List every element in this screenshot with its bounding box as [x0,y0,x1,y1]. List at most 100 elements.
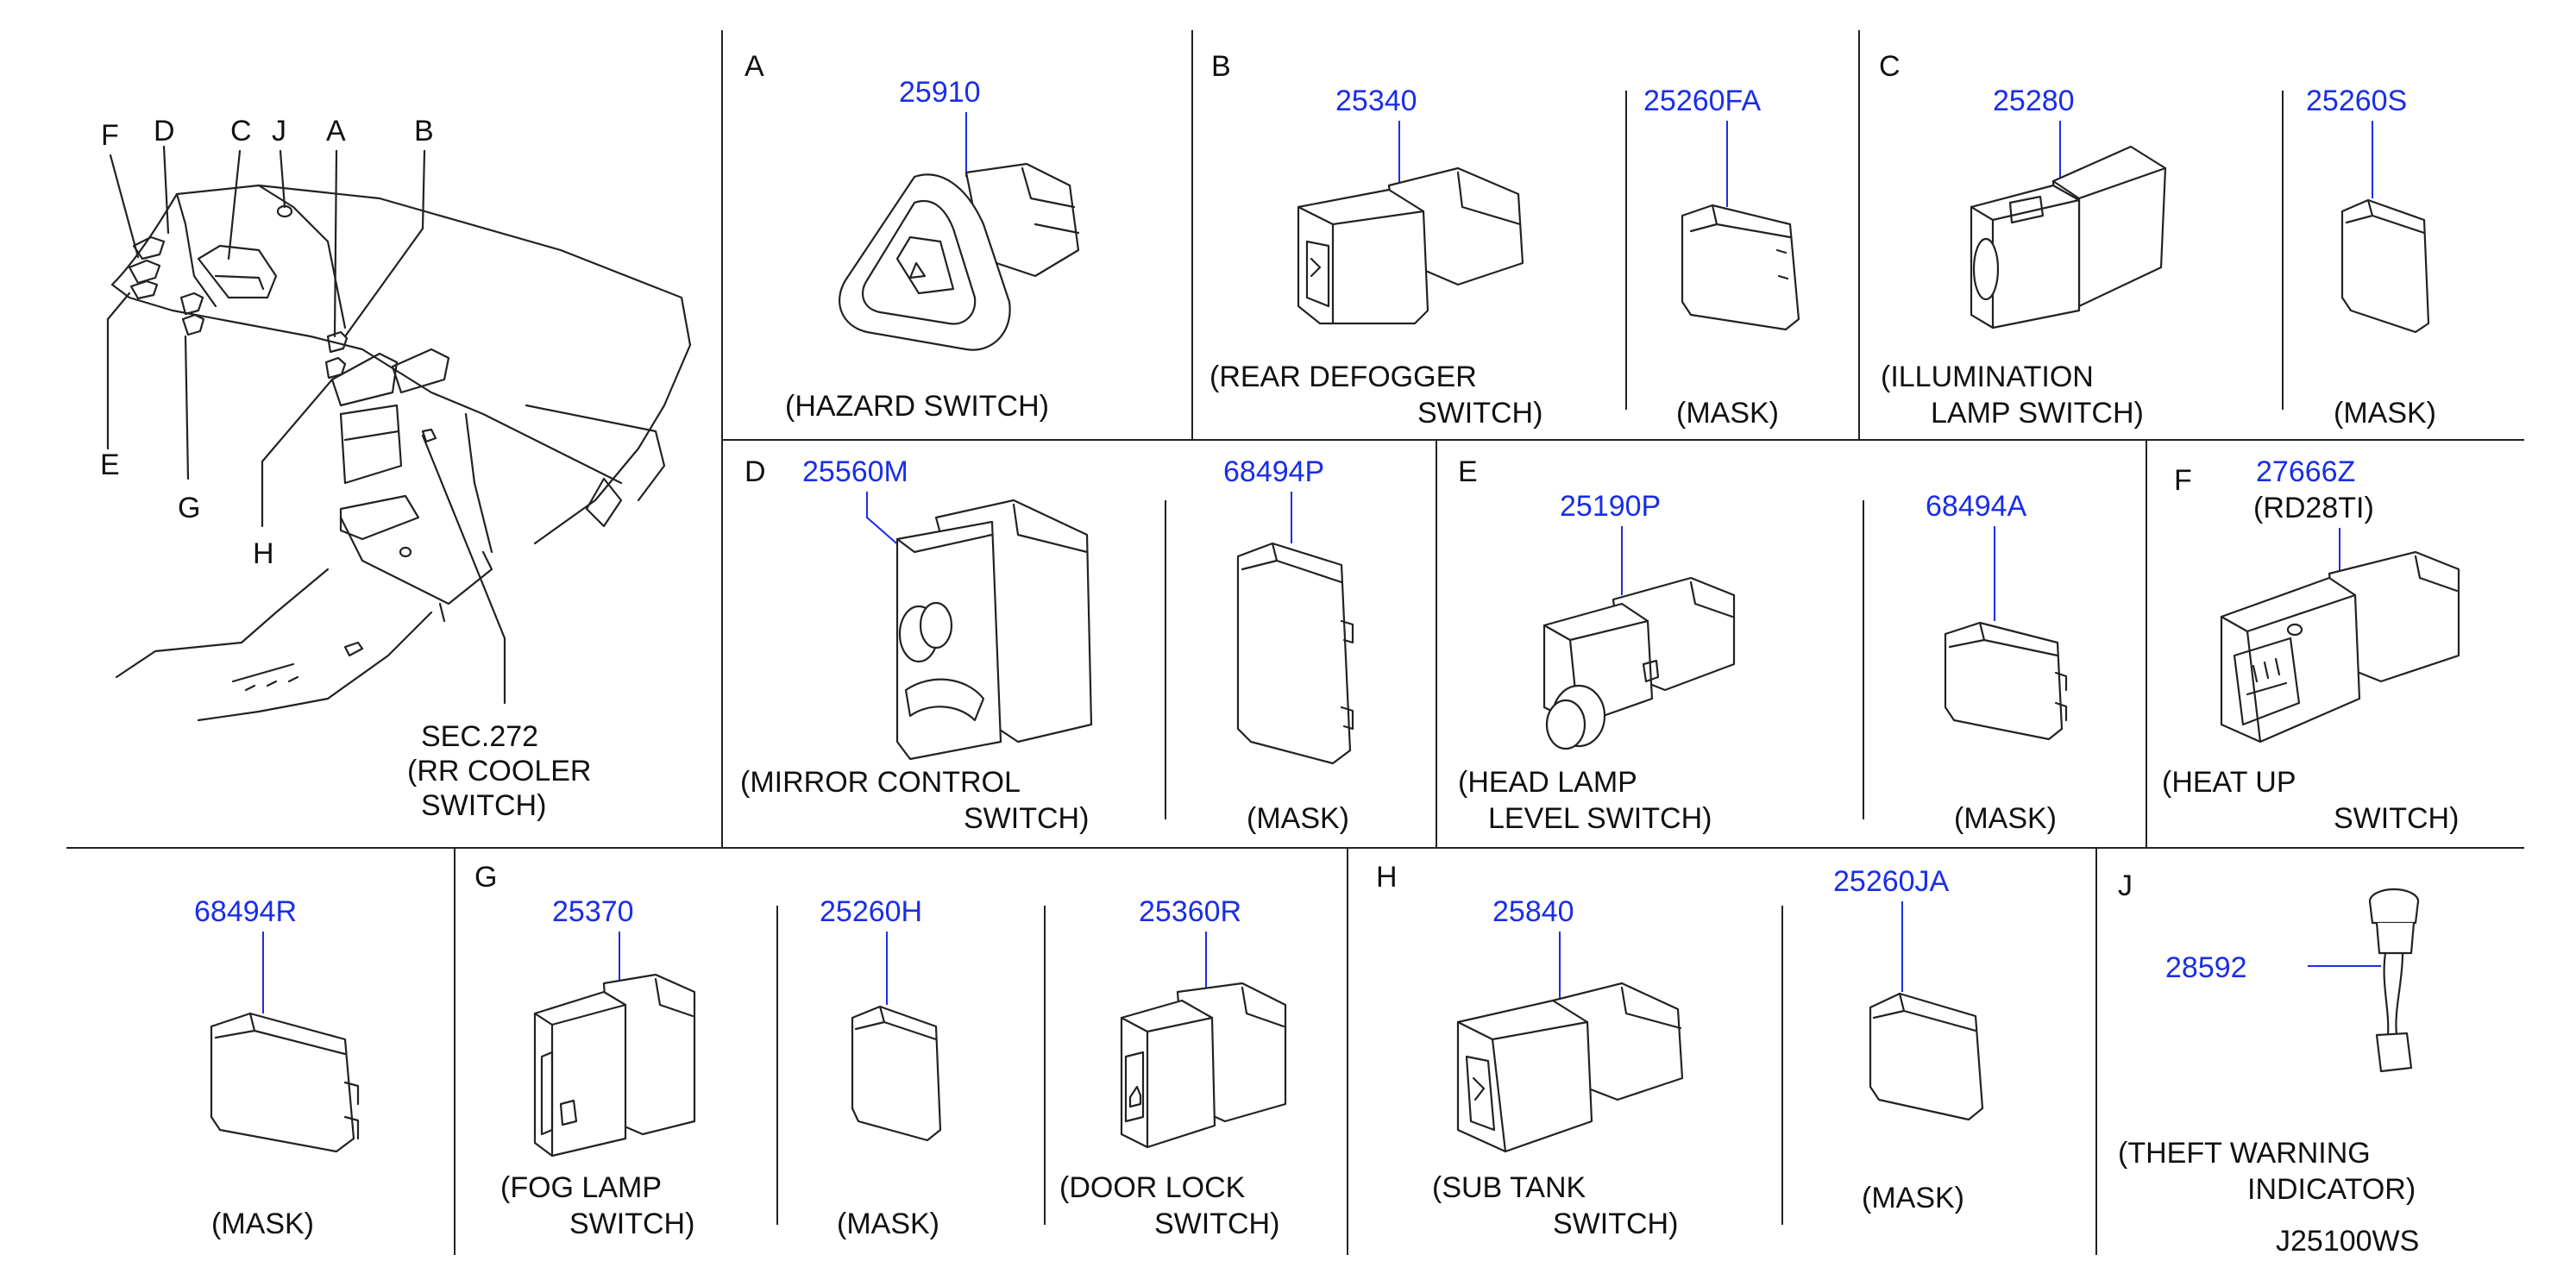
fog-lamp-switch-drawing [533,973,696,1158]
caption: (MASK) [1247,802,1349,835]
dashboard-drawing [110,184,692,722]
caption-line-1: (HEAT UP [2162,766,2296,799]
part-number: 25840 [1492,895,1574,928]
sec-ref-line-1: SEC.272 [421,720,538,753]
part-number: 25280 [1993,85,2075,117]
callout-b: B [414,115,434,147]
rear-defogger-switch-drawing [1297,166,1524,325]
cell-letter: H [1376,861,1398,894]
part-number: 25360R [1139,895,1241,928]
cell-g-fog-lamp: G 25370 (FOG LAMP SWITCH) [474,861,696,1240]
cell-letter: A [745,50,764,83]
part-number: 68494P [1223,455,1324,488]
callout-leaders [106,145,506,705]
part-number: 25260H [820,895,922,928]
caption: (HAZARD SWITCH) [785,390,1049,423]
caption: (MASK) [1862,1182,1964,1214]
mask-drawing [1869,992,1984,1121]
illumination-switch-drawing [1970,145,2167,329]
callout-c: C [230,115,252,147]
dashboard-overview: F D C J A B E G H SEC.272 (RR COOLER SWI… [100,115,692,822]
head-lamp-switch-drawing [1542,576,1736,750]
part-number: 25260S [2306,85,2407,117]
cell-d-mask: 68494P (MASK) [1223,455,1354,835]
cell-letter: E [1458,455,1478,488]
caption-line-2: SWITCH) [569,1208,694,1240]
cell-e-mask: 68494A (MASK) [1926,490,2068,835]
caption-line-1: (ILLUMINATION [1881,361,2094,393]
mirror-control-switch-drawing [895,499,1093,761]
callout-j: J [272,115,286,147]
caption-line-1: (FOG LAMP [500,1171,662,1204]
sec-ref-line-3: SWITCH) [421,789,546,822]
caption: (MASK) [2334,397,2436,430]
variant-label: (RD28TI) [2253,492,2374,524]
caption-line-2: INDICATOR) [2247,1173,2416,1206]
part-number: 68494A [1926,490,2027,523]
part-number: 25560M [802,455,908,488]
caption-line-1: (REAR DEFOGGER [1209,361,1477,393]
cell-letter: C [1879,50,1901,83]
cell-j-theft-warning: J 28592 (THEFT WARNING INDICATOR) J25100… [2118,869,2419,1258]
cell-h-sub-tank: H 25840 (SUB TANK SWITCH) [1376,861,1684,1240]
cell-c-illumination: C 25280 (ILLUMINATION LAMP SWITCH) [1879,50,2167,430]
door-lock-switch-drawing [1120,982,1287,1149]
drawing-code: J25100WS [2276,1225,2419,1258]
caption-line-2: LEVEL SWITCH) [1488,802,1712,835]
callout-g: G [178,492,200,524]
caption: (MASK) [211,1208,314,1240]
cell-b-mask: 25260FA (MASK) [1643,85,1800,430]
caption-line-1: (THEFT WARNING [2118,1137,2371,1170]
cell-e-head-lamp-level: E 25190P (HEAD LAMP LEVEL SWITCH) [1458,455,1736,835]
mask-drawing [1944,621,2068,741]
part-number: 25340 [1335,85,1417,117]
callout-f: F [101,119,119,152]
caption-line-2: LAMP SWITCH) [1931,397,2144,430]
part-number: 25190P [1560,490,1661,523]
theft-indicator-drawing [2368,888,2420,1073]
callout-h: H [253,537,274,570]
part-number: 27666Z [2256,455,2355,488]
callout-e: E [100,449,120,481]
cell-f-heat-up: F 27666Z (RD28TI) (HEAT UP SWITCH) [2162,455,2460,835]
cell-letter: J [2118,869,2133,902]
part-number: 25260JA [1833,865,1950,898]
caption-line-2: SWITCH) [1417,397,1542,430]
mask-drawing [1236,542,1354,765]
part-number: 25370 [552,895,634,928]
cell-letter: F [2174,464,2192,497]
grid-lines [66,30,2524,1255]
part-number: 25910 [899,76,981,109]
cell-b-rear-defogger: B 25340 (REAR DEFOGGER SWITCH) [1209,50,1542,430]
caption: (MASK) [837,1208,939,1240]
callout-a: A [326,115,346,147]
caption: (MASK) [1676,397,1779,430]
cell-letter: B [1211,50,1231,83]
mask-drawing [851,1005,942,1142]
sub-tank-switch-drawing [1456,982,1684,1153]
heat-up-switch-drawing [2220,550,2460,744]
cell-g-mask: 25260H (MASK) [820,895,942,1240]
hazard-switch-drawing [839,162,1080,351]
caption-line-1: (MIRROR CONTROL [740,766,1021,799]
caption-line-1: (SUB TANK [1432,1171,1586,1204]
cell-h-mask: 25260JA (MASK) [1833,865,1984,1214]
cell-letter: G [474,861,497,894]
caption-line-2: SWITCH) [964,802,1089,835]
cell-c-mask: 25260S (MASK) [2306,85,2436,430]
caption-line-1: (DOOR LOCK [1059,1171,1246,1204]
mask-drawing [210,1012,360,1153]
callout-d: D [154,115,175,147]
part-number: 68494R [194,895,297,928]
cell-d-mirror-control: D 25560M (MIRROR CONTROL SWITCH) [740,455,1093,835]
sec-ref-line-2: (RR COOLER [407,755,591,787]
cell-letter: D [745,455,766,488]
mask-drawing [2340,198,2430,334]
mask-drawing [1681,204,1800,331]
caption-line-2: SWITCH) [2334,802,2459,835]
caption-line-2: SWITCH) [1154,1208,1279,1240]
caption-line-1: (HEAD LAMP [1458,766,1637,799]
part-number: 25260FA [1643,85,1761,117]
cell-a-hazard-switch: A 25910 (HAZARD SWITCH) [745,50,1080,423]
